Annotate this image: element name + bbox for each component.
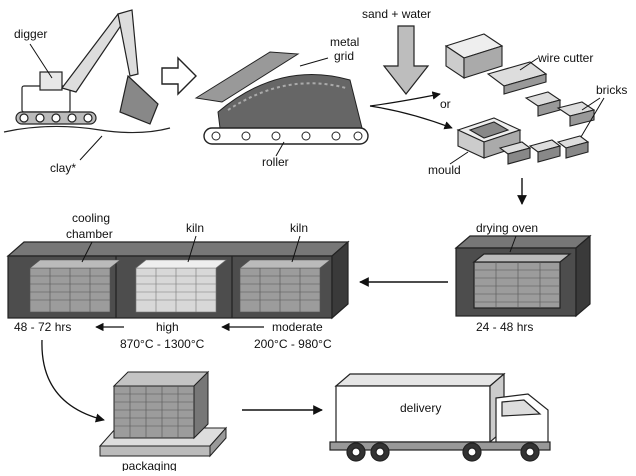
arrow-to-packaging [41, 339, 105, 423]
moderate-temp-label: 200°C - 980°C [254, 337, 332, 351]
cooling-time-label: 48 - 72 hrs [14, 320, 71, 334]
chamber-label: chamber [66, 227, 113, 241]
cooling-label: cooling [72, 211, 110, 225]
digger-leader-line [29, 43, 53, 79]
sand-water-label: sand + water [362, 7, 431, 21]
roller-leader-line [275, 141, 285, 157]
drying-time-label: 24 - 48 hrs [476, 320, 533, 334]
packaging-label: packaging [122, 459, 177, 471]
drying-oven-leader-line [509, 235, 517, 253]
packaging-brick-grid [114, 386, 194, 438]
mould-illustration [456, 117, 590, 165]
arrow-to-mould [369, 105, 453, 130]
sand-water-arrow-icon [382, 25, 430, 95]
mould-label: mould [428, 163, 461, 177]
clay-label: clay* [50, 161, 76, 175]
high-temp-label: 870°C - 1300°C [120, 337, 205, 351]
wire-cutter-illustration [444, 33, 596, 127]
mould-leader-line [449, 151, 469, 165]
high-kiln-bricks [135, 259, 227, 313]
cooling-chamber-leader-line [81, 241, 93, 263]
digger-illustration [3, 9, 171, 134]
kiln-moderate-leader-line [291, 235, 301, 263]
bricks-leader-line-1 [581, 97, 601, 111]
high-label: high [156, 320, 179, 334]
drying-oven-label: drying oven [476, 221, 538, 235]
arrow-to-wire-cutter [369, 91, 441, 107]
cooling-chamber-bricks [29, 259, 121, 313]
packaging-pallet [98, 370, 228, 458]
clay-leader-line [79, 135, 103, 161]
moderate-label: moderate [272, 320, 323, 334]
kiln-high-label: kiln [186, 221, 204, 235]
wire-cutter-leader-line [519, 57, 539, 71]
delivery-label: delivery [400, 401, 441, 415]
drying-oven-box [454, 234, 592, 318]
kiln-moderate-label: kiln [290, 221, 308, 235]
metal-label: metal [330, 35, 359, 49]
wire-cutter-label: wire cutter [537, 51, 593, 65]
kiln-high-leader-line [187, 235, 197, 263]
hollow-arrow-icon [161, 56, 197, 96]
metal-grid-conveyor [194, 51, 369, 145]
moderate-kiln-bricks [239, 259, 331, 313]
digger-label: digger [14, 27, 47, 41]
bricks-leader-line-2 [577, 97, 605, 143]
drying-oven-brick-grid [474, 262, 560, 308]
delivery-truck [329, 372, 551, 462]
or-label: or [440, 97, 451, 111]
grid-leader-line [299, 57, 329, 67]
roller-label: roller [262, 155, 289, 169]
bricks-label: bricks [596, 83, 627, 97]
grid-label: grid [334, 49, 354, 63]
